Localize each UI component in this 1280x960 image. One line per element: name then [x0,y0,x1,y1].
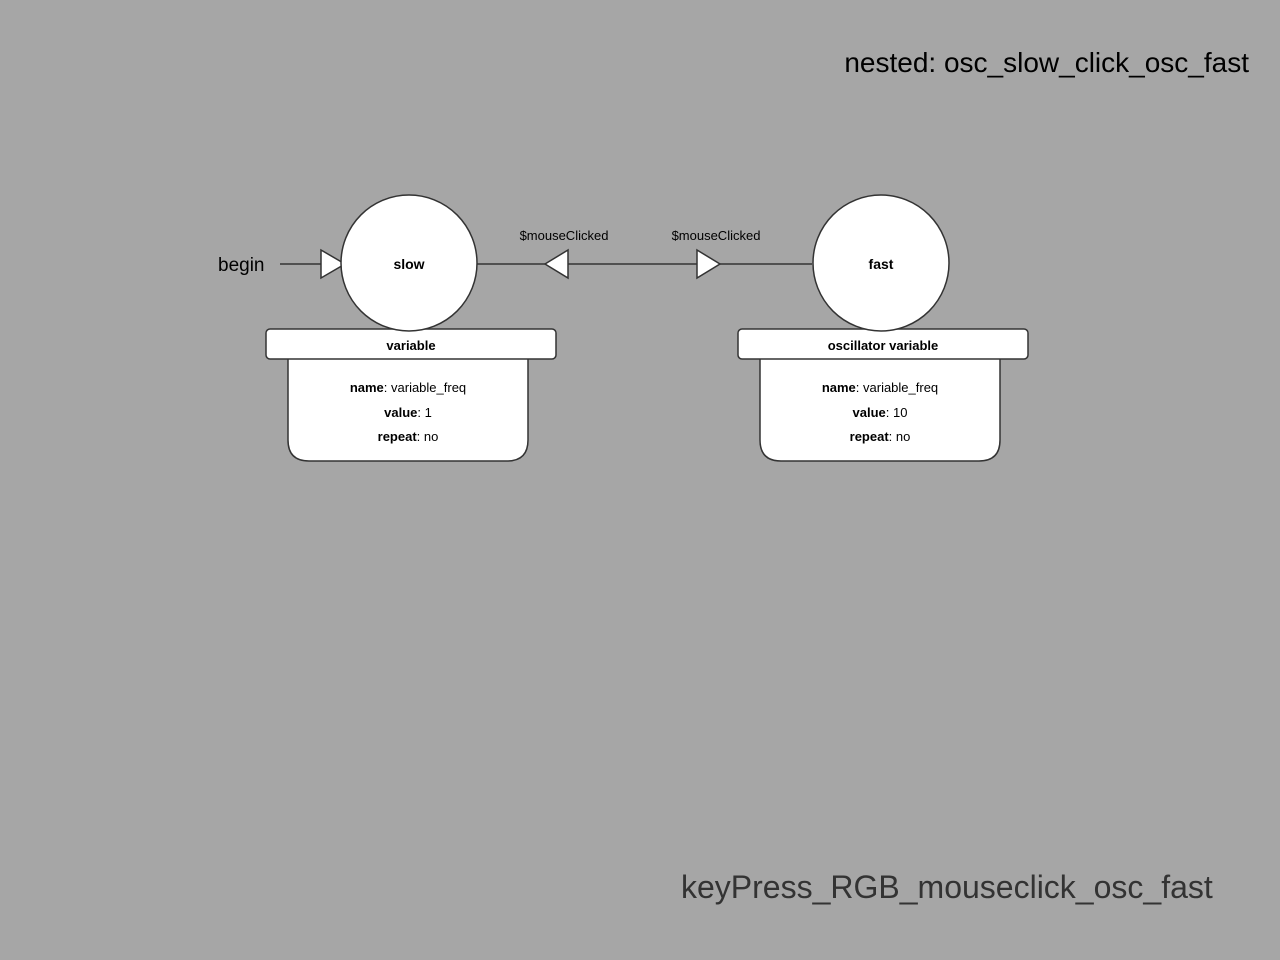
state-prop-row-fast: value: 10 [853,405,908,420]
transition-arrowhead-to-fast [696,248,722,280]
begin-arrowhead [320,248,347,280]
state-header-slow: variable [386,338,435,353]
nested-title: nested: osc_slow_click_osc_fast [844,47,1249,78]
prop-value: : no [417,429,439,444]
transition-label-to-slow: $mouseClicked [520,228,609,243]
state-prop-row-slow: value: 1 [384,405,432,420]
prop-key: repeat [850,429,890,444]
state-properties-panel-fast [759,357,1001,462]
transition-label-to-fast: $mouseClicked [672,228,761,243]
state-prop-row-slow: name: variable_freq [350,380,466,395]
prop-value: : variable_freq [856,380,938,395]
state-node-slow[interactable] [340,194,478,332]
state-prop-row-slow: repeat: no [378,429,439,444]
state-properties-panel-slow [287,357,529,462]
prop-key: repeat [378,429,418,444]
state-name-slow: slow [393,256,424,272]
prop-key: name [350,380,384,395]
footer-title: keyPress_RGB_mouseclick_osc_fast [681,869,1213,905]
state-prop-row-fast: name: variable_freq [822,380,938,395]
state-header-fast: oscillator variable [828,338,939,353]
state-prop-row-fast: repeat: no [850,429,911,444]
prop-key: name [822,380,856,395]
begin-label: begin [218,255,265,276]
prop-value: : 1 [417,405,431,420]
state-node-fast[interactable] [812,194,950,332]
prop-key: value [384,405,417,420]
transition-arrowhead-to-slow [543,248,569,280]
prop-value: : variable_freq [384,380,466,395]
state-name-fast: fast [869,256,894,272]
prop-value: : 10 [886,405,908,420]
prop-value: : no [889,429,911,444]
prop-key: value [853,405,886,420]
